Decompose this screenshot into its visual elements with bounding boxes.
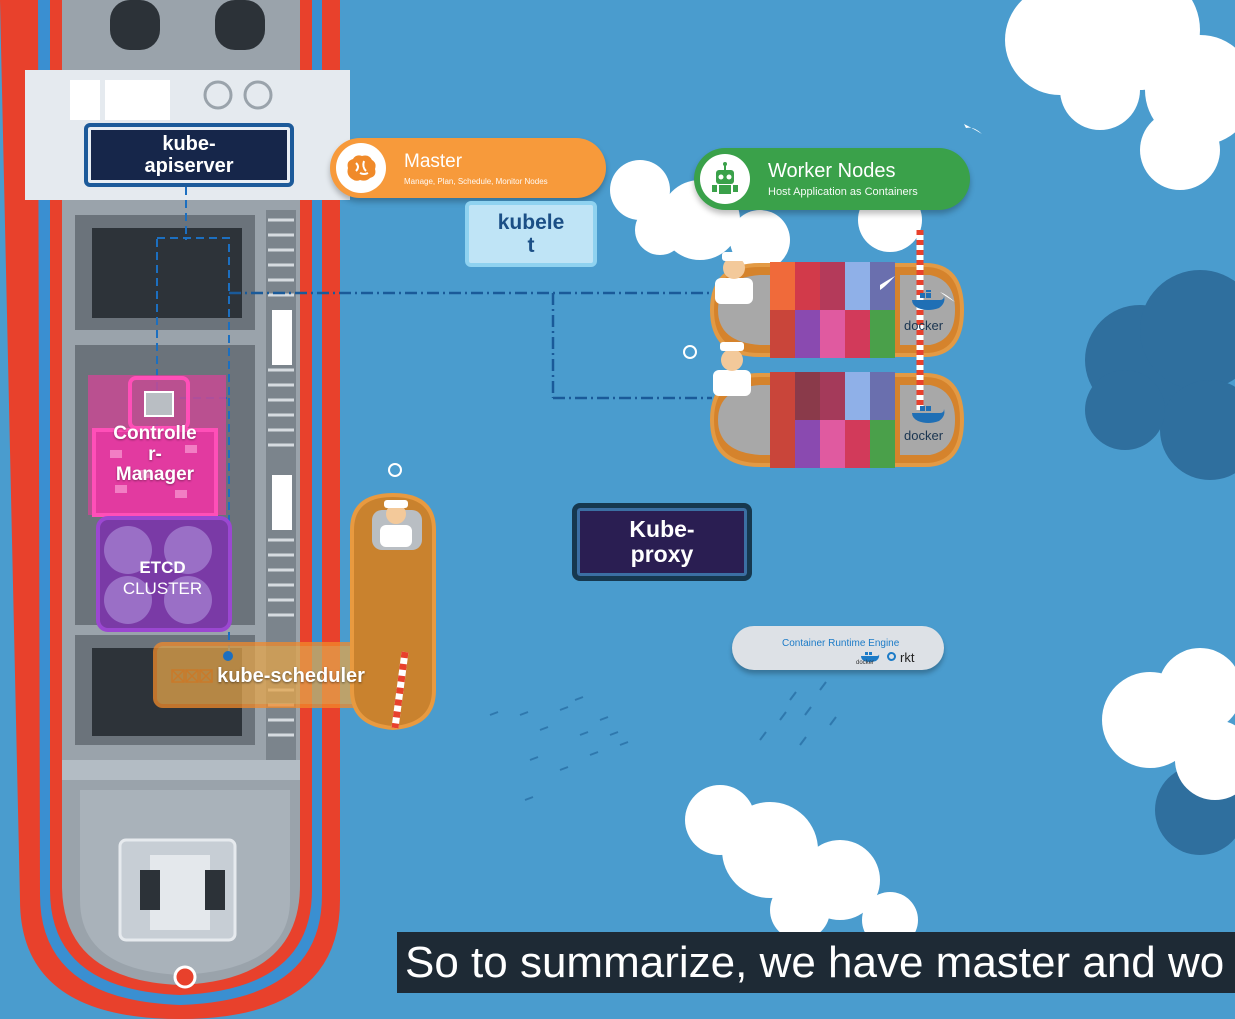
captain-1 [715,252,753,304]
etcd-cluster-label: ETCD CLUSTER [100,548,225,608]
cloud-top-middle [610,160,922,270]
docker-whale-icon [860,650,880,668]
caption-text: So to summarize, we have master and wo [405,938,1225,987]
cloud-bottom-right [1102,648,1235,800]
kubelet-label: kubele t [465,201,597,267]
worker-nodes-pill: Worker Nodes Host Application as Contain… [694,148,970,210]
worker-ship-2 [709,372,965,468]
robot-icon [700,154,750,204]
captain-2 [713,342,751,396]
kube-scheduler-text: kube-scheduler [217,665,365,687]
docker-label: docker [856,660,875,666]
brain-icon [336,143,386,193]
master-title: Master [404,150,463,172]
tug-boat [350,463,436,731]
cloud-top-right [1005,0,1235,190]
controller-manager-label: Controlle r- Manager [90,405,220,505]
kubelet-text: kubele t [497,210,565,257]
dark-cloud-right [1085,270,1235,855]
worker-nodes-subtitle: Host Application as Containers [768,186,918,198]
master-ship [0,0,427,1019]
kube-apiserver-text: kube- apiserver [144,133,234,177]
worker-nodes-title: Worker Nodes [768,160,896,182]
master-node-pill: Master Manage, Plan, Schedule, Monitor N… [330,138,606,198]
etcd-title: ETCD [139,557,186,577]
bubble [683,345,697,359]
docker-whale-icon [910,403,946,430]
kube-scheduler-label: kube-scheduler [160,650,422,702]
docker-label-ship-1: docker [904,318,944,333]
cloud-bottom-middle [685,785,918,948]
fish-school [489,681,837,801]
master-subtitle: Manage, Plan, Schedule, Monitor Nodes [404,176,548,186]
network-links [229,291,712,400]
seagulls [880,124,982,302]
container-runtime-title: Container Runtime Engine [782,638,900,649]
container-runtime-engine-pill: Container Runtime Engine docker rkt [732,626,944,670]
kube-apiserver-label: kube- apiserver [84,123,294,187]
etcd-subtitle: CLUSTER [122,579,203,598]
kube-proxy-label: Kube- proxy [572,503,752,581]
rkt-label: rkt [900,650,915,665]
subtitle-caption: So to summarize, we have master and wo [397,932,1235,993]
docker-label-ship-2: docker [904,428,944,443]
rkt-icon [887,652,896,661]
controller-manager-text: Controlle r- Manager [113,422,197,486]
docker-whale-icon [910,288,946,317]
kube-proxy-text: Kube- proxy [629,515,695,567]
